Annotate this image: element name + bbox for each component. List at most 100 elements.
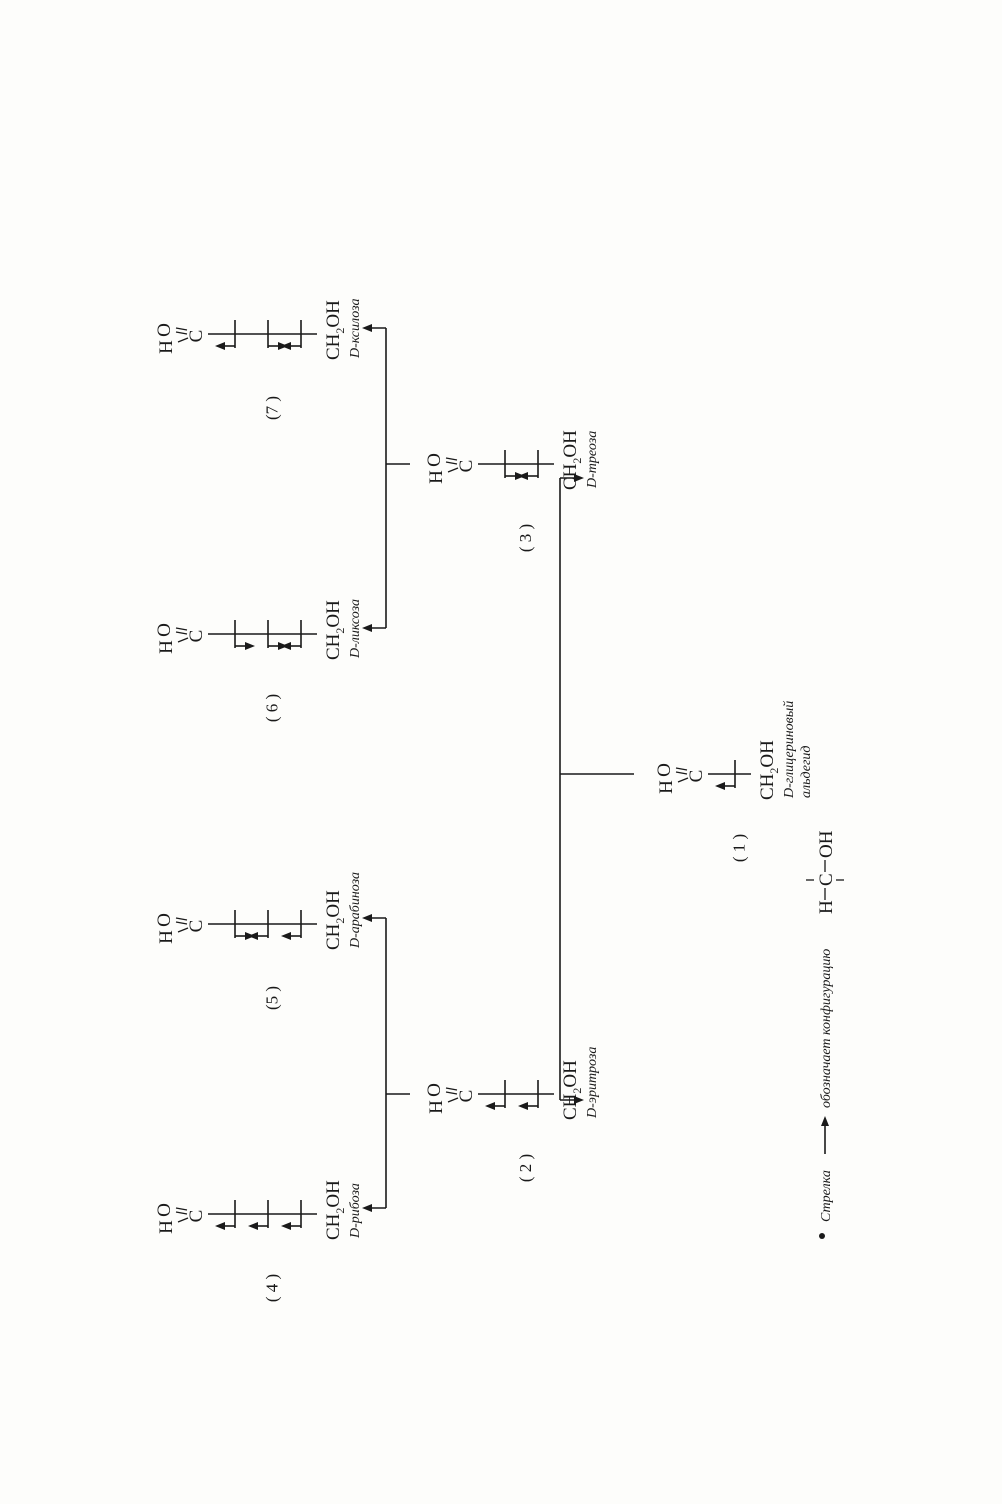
compound-number: (5 )	[263, 986, 282, 1010]
ch2oh-group: CH2OH	[560, 1060, 584, 1120]
ch2oh-group: CH2OH	[323, 600, 347, 660]
aldehyde-o: O	[154, 623, 175, 637]
aldehyde-o: O	[154, 913, 175, 927]
bond-c-o	[175, 1211, 188, 1215]
ch2oh-group: CH2OH	[323, 890, 347, 950]
aldehyde-c: C	[186, 630, 207, 643]
legend: Стрелка обозначает конфигурацию H C OH	[806, 830, 844, 1239]
aldehyde-c: C	[186, 920, 207, 933]
aldehyde-c: C	[186, 330, 207, 343]
legend-prefix: Стрелка	[819, 1170, 834, 1222]
arrow-to-6	[362, 624, 372, 632]
bond-c-o-2	[175, 1207, 188, 1211]
tree-connectors	[362, 324, 634, 1212]
legend-arrow	[821, 1116, 829, 1126]
aldehyde-o: O	[424, 453, 445, 467]
compound-number: ( 6 )	[263, 694, 282, 722]
aldehyde-h: H	[656, 780, 677, 794]
legend-h: H	[816, 900, 837, 914]
aldehyde-c: C	[456, 1090, 477, 1103]
compound-name: D-рибоза	[348, 1183, 363, 1239]
arrow-to-5	[362, 914, 372, 922]
bond-c-o-2	[175, 917, 188, 921]
oh-arrow-left	[245, 642, 255, 650]
legend-oh: OH	[816, 830, 837, 858]
arrow-to-4	[362, 1204, 372, 1212]
bond-h-c	[677, 777, 689, 783]
aldehyde-o: O	[154, 1203, 175, 1217]
compound-name: D-глицериновый	[782, 701, 797, 799]
bond-c-o-2	[445, 1087, 458, 1091]
oh-arrow-right	[248, 932, 258, 940]
oh-arrow-right	[281, 642, 291, 650]
bond-h-c	[177, 927, 189, 933]
bond-h-c	[447, 467, 459, 473]
oh-arrow-right	[248, 1222, 258, 1230]
oh-arrow-right	[518, 472, 528, 480]
oh-arrow-right	[215, 1222, 225, 1230]
aldehyde-o: O	[154, 323, 175, 337]
bond-c-o-2	[675, 767, 688, 771]
legend-c: C	[816, 873, 837, 886]
compound-name: D-ликсоза	[348, 599, 363, 659]
ch2oh-group: CH2OH	[757, 740, 781, 800]
oh-arrow-right	[518, 1102, 528, 1110]
bond-c-o	[175, 631, 188, 635]
compound-name: D-треоза	[585, 431, 600, 489]
footnote-mark	[819, 1233, 825, 1239]
bond-c-o	[445, 1091, 458, 1095]
aldehyde-h: H	[426, 1100, 447, 1114]
bond-c-o-2	[175, 627, 188, 631]
compound-name: альдегид	[799, 746, 814, 799]
oh-arrow-right	[281, 932, 291, 940]
arrow-to-7	[362, 324, 372, 332]
arrow-to-2	[574, 1096, 584, 1104]
compound-number: ( 4 )	[263, 1274, 282, 1302]
aldehyde-o: O	[654, 763, 675, 777]
bond-h-c	[177, 337, 189, 343]
aldehyde-h: H	[426, 470, 447, 484]
bond-h-c	[177, 637, 189, 643]
bond-c-o	[175, 331, 188, 335]
bond-h-c	[177, 1217, 189, 1223]
oh-arrow-right	[281, 1222, 291, 1230]
arrow-to-3	[574, 474, 584, 482]
ch2oh-group: CH2OH	[323, 300, 347, 360]
bond-c-o-2	[175, 327, 188, 331]
bond-h-c	[447, 1097, 459, 1103]
compound-number: ( 2 )	[516, 1154, 535, 1182]
legend-text: обозначает конфигурацию	[819, 949, 834, 1108]
aldehyde-h: H	[156, 1220, 177, 1234]
oh-arrow-right	[281, 342, 291, 350]
ch2oh-group: CH2OH	[323, 1180, 347, 1240]
oh-arrow-right	[715, 782, 725, 790]
oh-arrow-right	[215, 342, 225, 350]
compound-name: D-арабиноза	[348, 872, 363, 949]
compound-number: ( 3 )	[516, 524, 535, 552]
compound-name: D-ксилоза	[348, 298, 363, 359]
bond-c-o	[175, 921, 188, 925]
aldehyde-c: C	[456, 460, 477, 473]
aldehyde-h: H	[156, 640, 177, 654]
bond-c-o	[675, 771, 688, 775]
aldehyde-o: O	[424, 1083, 445, 1097]
ch2oh-group: CH2OH	[560, 430, 584, 490]
compound-number: (7 )	[263, 396, 282, 420]
bond-c-o-2	[445, 457, 458, 461]
aldehyde-c: C	[186, 1210, 207, 1223]
compound-number: ( 1 )	[730, 834, 749, 862]
aldehyde-h: H	[156, 930, 177, 944]
oh-arrow-right	[485, 1102, 495, 1110]
aldehyde-c: C	[686, 770, 707, 783]
compound-name: D-эритроза	[585, 1047, 600, 1119]
